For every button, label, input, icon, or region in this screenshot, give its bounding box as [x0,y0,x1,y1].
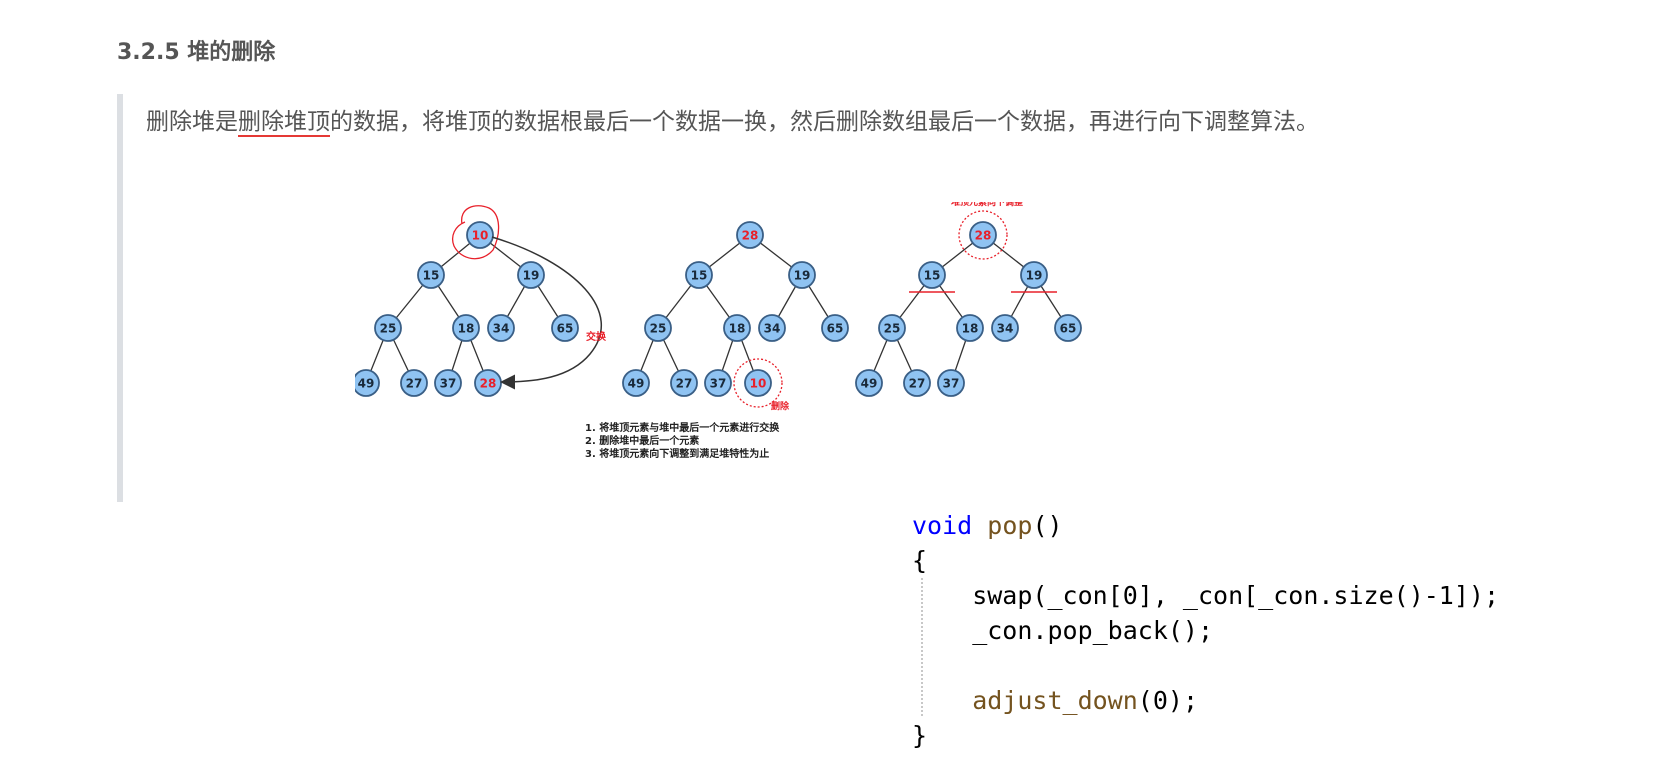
tree-node [758,314,786,342]
tree-node-value: 25 [884,322,901,336]
tree-node-value: 65 [557,322,574,336]
tree-node-value: 37 [710,377,727,391]
tree-node [685,261,713,289]
swap-arrow [491,236,602,390]
code-line-6-indent [912,686,972,715]
highlight-circle [451,205,500,260]
tree-node-value: 37 [943,377,960,391]
code-block: void pop() { swap(_con[0], _con[_con.size… [912,508,1499,753]
tree-node-value: 19 [794,269,811,283]
tree-node-value: 49 [861,377,878,391]
tree-node [903,369,931,397]
step-text: 2. 删除堆中最后一个元素 [585,434,699,447]
tree-node-value: 65 [1060,322,1077,336]
code-line-4: _con.pop_back(); [912,616,1214,645]
function-name-pop: pop [987,511,1033,540]
code-line-1-rest: () [1032,511,1063,540]
tree-node [1054,314,1082,342]
tree-node [466,221,494,249]
tree-node [644,314,672,342]
tree-node [956,314,984,342]
paragraph-text-1: 删除堆是 [146,109,238,135]
tree-node [991,314,1019,342]
tree-node-value: 27 [406,377,423,391]
code-line-5 [912,648,1499,683]
tree-node-value: 27 [676,377,693,391]
tree-node-value: 27 [909,377,926,391]
tree-node [744,369,772,397]
tree-node-value: 49 [628,377,645,391]
tree-node-value: 25 [650,322,667,336]
tree-node-value: 19 [523,269,540,283]
tree-node [622,369,650,397]
tree-node [417,261,445,289]
code-line-2: { [912,546,928,575]
tree-node [969,221,997,249]
tree-node-value: 65 [827,322,844,336]
tree-node-value: 19 [1026,269,1043,283]
function-name-adjust-down: adjust_down [972,686,1138,715]
tree-node [355,369,380,397]
tree-node [374,314,402,342]
tree-node-value: 25 [380,322,397,336]
tree-node-value: 15 [691,269,708,283]
tree-node [788,261,816,289]
tree-node-value: 10 [750,377,767,391]
indent-guide [921,578,923,716]
code-line-6-rest: (0); [1137,686,1199,715]
tree-node-value: 34 [997,322,1014,336]
tree-node-value: 15 [924,269,941,283]
tree-node-value: 49 [358,377,375,391]
tree-node-value: 28 [975,229,992,243]
code-line-1: void pop() [912,508,1499,543]
swap-label: 交换 [586,330,607,343]
paragraph-text-2: 的数据，将堆顶的数据根最后一个数据一换，然后删除数组最后一个数据，再进行向下调整… [330,109,1319,135]
adjust-label: 堆顶元素向下调整 [951,202,1023,208]
code-line-3: swap(_con[0], _con[_con.size()-1]); [912,581,1499,610]
tree-node-value: 18 [729,322,746,336]
keyword-void: void [912,511,973,540]
tree-node-value: 37 [440,377,457,391]
description-paragraph: 删除堆是删除堆顶的数据，将堆顶的数据根最后一个数据一换，然后删除数组最后一个数据… [146,100,1346,144]
tree-node [918,261,946,289]
adjust-highlight [958,210,1008,260]
step-text: 3. 将堆顶元素向下调整到满足堆特性为止 [585,447,769,460]
tree-node [723,314,751,342]
tree-node-value: 18 [962,322,979,336]
tree-node [878,314,906,342]
tree-node [551,314,579,342]
blockquote [117,94,1368,502]
underlined-phrase: 删除堆顶 [238,109,330,137]
tree-node-value: 34 [493,322,510,336]
code-line-6: adjust_down(0); [912,683,1499,718]
tree-node-value: 28 [480,377,497,391]
delete-label: 删除 [771,400,790,412]
tree-node [452,314,480,342]
tree-node-value: 18 [458,322,475,336]
tree-node [855,369,883,397]
tree-node [400,369,428,397]
tree-node-value: 34 [764,322,781,336]
section-heading: 3.2.5 堆的删除 [117,40,276,65]
delete-highlight [733,358,783,408]
tree-node [434,369,462,397]
tree-node [937,369,965,397]
tree-node [736,221,764,249]
tree-node-value: 28 [742,229,759,243]
tree-node [670,369,698,397]
code-line-7: } [912,721,928,750]
tree-node [821,314,849,342]
step-text: 1. 将堆顶元素与堆中最后一个元素进行交换 [585,421,780,434]
tree-node [1020,261,1048,289]
tree-node-value: 15 [423,269,440,283]
heap-delete-figure: 10 15 19 25 18 34 65 49 27 37 28 28 15 19 25 18 34 65 49 27… [355,202,1082,460]
tree-node [517,261,545,289]
tree-node [704,369,732,397]
tree-node [487,314,515,342]
tree-node-value: 10 [472,229,489,243]
